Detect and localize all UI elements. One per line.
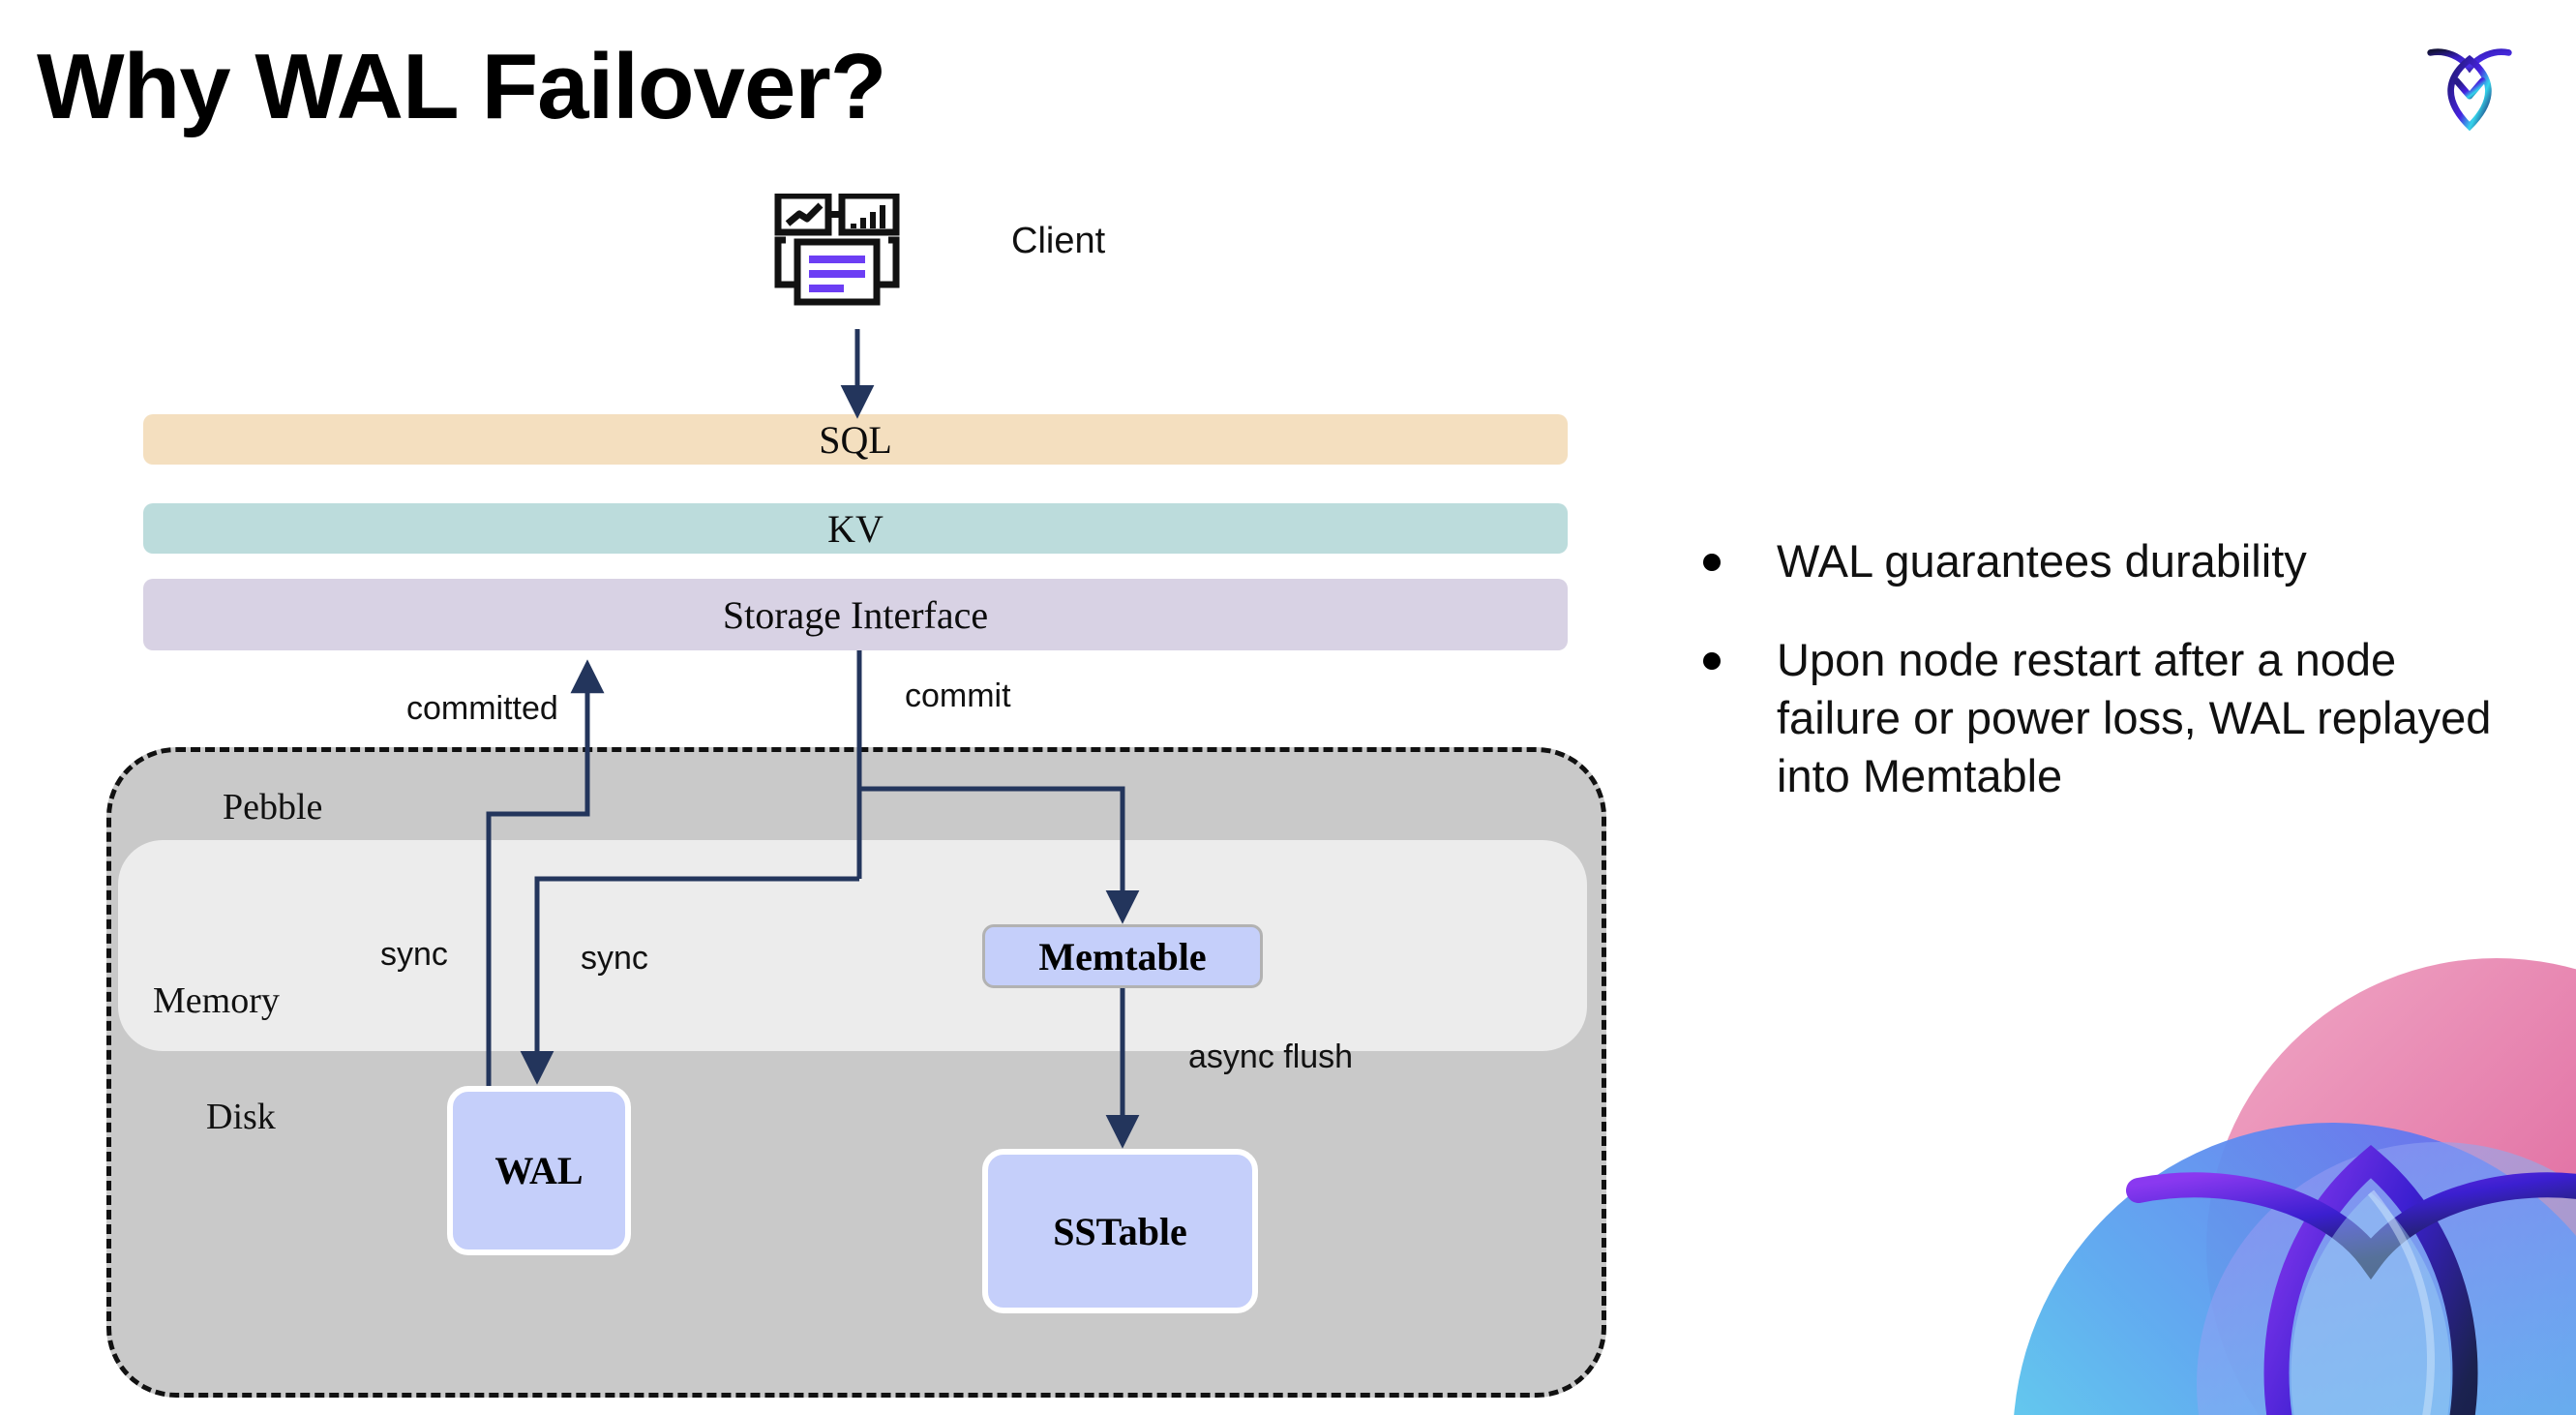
memory-label: Memory — [153, 980, 280, 1021]
client-label: Client — [1011, 221, 1106, 261]
bullet-text: WAL guarantees durability — [1777, 535, 2307, 587]
node-wal-label: WAL — [494, 1149, 584, 1192]
bullet-text: Upon node restart after a node failure o… — [1777, 634, 2492, 802]
page-title: Why WAL Failover? — [37, 35, 886, 138]
edge-label-sync-down: sync — [581, 940, 648, 977]
layer-bar-storage-interface: Storage Interface — [143, 579, 1568, 650]
list-item: Upon node restart after a node failure o… — [1703, 631, 2506, 805]
layer-bar-kv-label: KV — [827, 506, 884, 551]
pebble-label: Pebble — [223, 787, 323, 828]
node-memtable-label: Memtable — [1038, 934, 1207, 978]
layer-bar-sql-label: SQL — [819, 417, 892, 462]
node-sstable-label: SSTable — [1053, 1209, 1187, 1253]
cockroachdb-logo-icon — [2415, 31, 2524, 139]
edge-label-async-flush: async flush — [1188, 1039, 1354, 1075]
bullet-list: WAL guarantees durability Upon node rest… — [1703, 532, 2506, 847]
list-item: WAL guarantees durability — [1703, 532, 2506, 590]
node-memtable: Memtable — [982, 924, 1263, 988]
bullet-dot-icon — [1703, 652, 1721, 671]
layer-bar-kv: KV — [143, 503, 1568, 554]
disk-label: Disk — [206, 1097, 276, 1137]
layer-bar-sql: SQL — [143, 414, 1568, 465]
edge-label-committed: committed — [406, 690, 558, 727]
cockroachdb-decorative-mark-icon — [1955, 929, 2576, 1415]
memory-region — [118, 840, 1587, 1051]
node-sstable: SSTable — [982, 1149, 1258, 1313]
node-wal: WAL — [447, 1086, 631, 1255]
bullet-dot-icon — [1703, 554, 1721, 571]
layer-bar-storage-interface-label: Storage Interface — [722, 592, 989, 637]
edge-label-sync-up: sync — [380, 936, 448, 973]
client-dashboard-icon — [774, 192, 929, 319]
architecture-diagram: Client SQL KV Storage Interface Pebble M… — [106, 192, 1606, 1398]
edge-label-commit: commit — [905, 677, 1011, 714]
